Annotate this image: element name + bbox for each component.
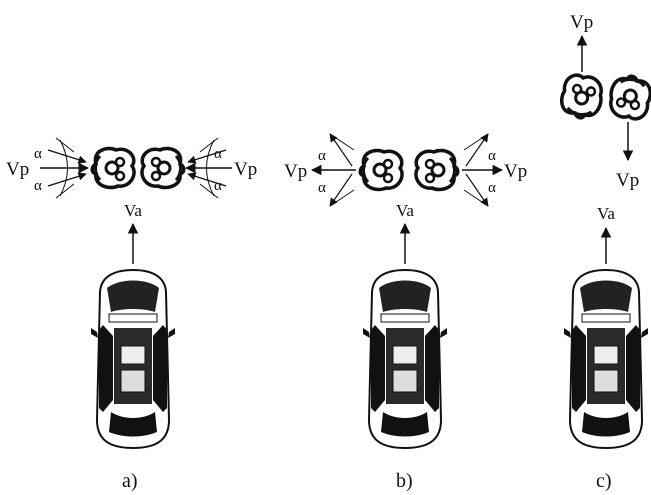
- car-velocity-label: Va: [396, 201, 414, 220]
- pedestrian-velocity-label: Vp: [284, 161, 307, 182]
- pedestrian-velocity-label: Vp: [570, 12, 593, 33]
- car-velocity-label: Va: [124, 201, 142, 220]
- angle-label: α: [488, 148, 496, 164]
- pedestrian-velocity-label: Vp: [6, 159, 29, 180]
- car-icon: [362, 269, 448, 449]
- pedestrian-icon: [414, 148, 460, 192]
- angle-label: α: [488, 180, 496, 196]
- angle-arrow: [329, 133, 353, 167]
- angle-label: α: [318, 148, 326, 164]
- panel-a: Va Vp α α Vp α α a): [6, 137, 257, 492]
- pedestrian-icon: [358, 148, 404, 192]
- panel-caption: a): [122, 470, 138, 492]
- car-icon: [90, 269, 176, 449]
- angle-arc: [206, 139, 215, 197]
- angle-label: α: [34, 146, 42, 162]
- angle-arrow: [47, 149, 87, 164]
- angle-label: α: [34, 178, 42, 194]
- car-velocity-label: Va: [597, 204, 615, 223]
- pedestrian-velocity-label: Vp: [504, 161, 527, 182]
- angle-arrow: [329, 173, 353, 207]
- angle-arc: [59, 139, 68, 197]
- angle-arrow: [47, 172, 87, 187]
- panel-caption: b): [396, 470, 413, 492]
- pedestrian-icon: [90, 146, 136, 190]
- pedestrian-icon: [557, 71, 607, 123]
- angle-label: α: [318, 180, 326, 196]
- angle-label: α: [214, 178, 222, 194]
- panel-c: Va Vp Vp c): [557, 12, 651, 492]
- pedestrian-icon: [605, 71, 651, 123]
- angle-arrow: [465, 133, 489, 167]
- pedestrian-icon: [140, 146, 186, 190]
- angle-label: α: [214, 146, 222, 162]
- panel-caption: c): [596, 470, 612, 492]
- car-icon: [563, 269, 649, 449]
- angle-arrow: [187, 172, 227, 187]
- pedestrian-velocity-label: Vp: [616, 170, 639, 191]
- angle-arrow: [465, 173, 489, 207]
- angle-arrow: [187, 149, 227, 164]
- pedestrian-velocity-label: Vp: [234, 159, 257, 180]
- panel-b: Va Vp α α Vp α α b): [284, 133, 527, 492]
